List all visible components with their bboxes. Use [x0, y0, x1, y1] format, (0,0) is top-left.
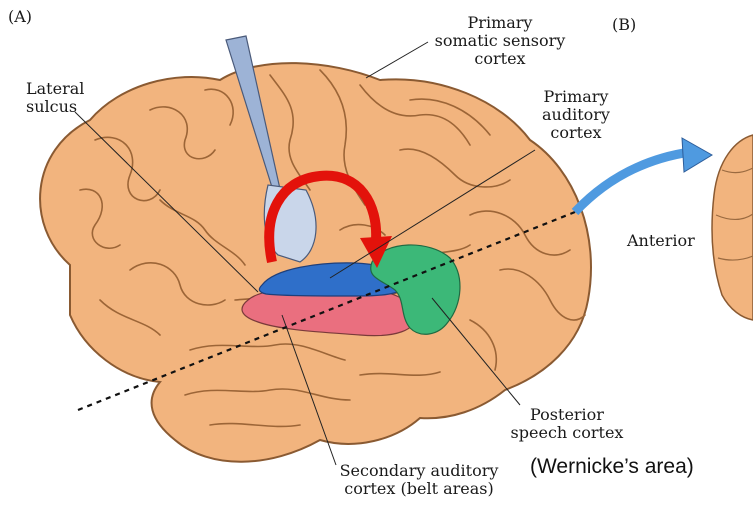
posterior-speech-label: Posterior speech cortex: [492, 406, 642, 442]
panel-b-label: (B): [612, 16, 636, 34]
anterior-label: Anterior: [627, 232, 695, 250]
primary-auditory-label: Primary auditory cortex: [528, 88, 624, 142]
brain-silhouette: [40, 63, 591, 462]
blue-arrow-to-panel-b: [575, 152, 690, 212]
secondary-auditory-label: Secondary auditory cortex (belt areas): [326, 462, 512, 498]
panel-a-label: (A): [8, 8, 32, 26]
primary-somatic-label: Primary somatic sensory cortex: [425, 14, 575, 68]
lateral-sulcus-label: Lateral sulcus: [26, 80, 84, 116]
blue-arrowhead: [682, 138, 712, 172]
panel-b-brain-edge: [712, 135, 753, 320]
wernicke-label: (Wernicke’s area): [530, 455, 694, 479]
